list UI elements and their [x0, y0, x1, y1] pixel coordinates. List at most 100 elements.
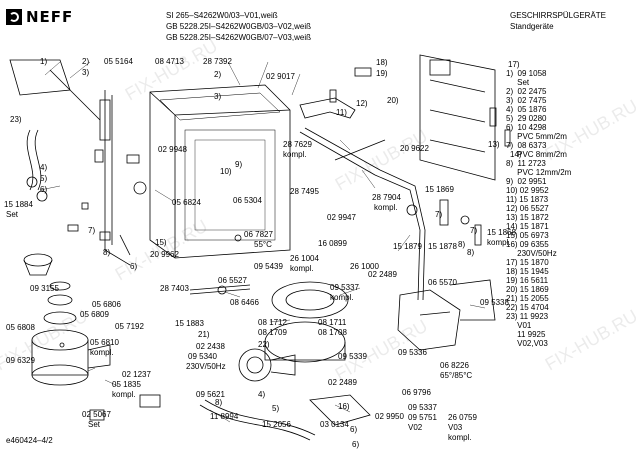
- part-label: Set: [88, 420, 101, 429]
- parts-list-row: 23) 11 9923: [506, 312, 549, 321]
- part-label: 65°/85°C: [440, 371, 473, 380]
- part-label: 15 1883: [175, 319, 204, 328]
- part-label: 02 5067: [82, 410, 111, 419]
- part-label: 5): [272, 404, 280, 413]
- part-label: 15): [155, 238, 167, 247]
- part-label: 09 5336: [398, 348, 427, 357]
- part-label: kompl.: [90, 348, 114, 357]
- supply-pipe: [374, 169, 426, 301]
- parts-list-row: 11) 15 1873: [506, 195, 549, 204]
- part-label: 6): [352, 440, 360, 449]
- part-label: 7): [435, 210, 443, 219]
- part-label: 09 5621: [196, 390, 225, 399]
- part-label: 08 1709: [258, 328, 287, 337]
- part-label: 05 6824: [172, 198, 201, 207]
- part-label: 05 5164: [104, 57, 133, 66]
- parts-list-row: 7) 08 6373: [506, 141, 547, 150]
- tub-body: [149, 84, 291, 259]
- part-label: 7): [470, 226, 478, 235]
- parts-list-row: Set: [506, 78, 530, 87]
- drain-pump: [238, 348, 296, 382]
- part-label: 02 9950: [375, 412, 404, 421]
- part-label: 28 7403: [160, 284, 189, 293]
- part-label: 8): [458, 240, 466, 249]
- drawing-id: e460424–4/2: [6, 436, 53, 445]
- clips-and-screws: [59, 149, 242, 421]
- part-label: 7): [88, 226, 96, 235]
- part-label: 18): [376, 58, 388, 67]
- subcategory-title: Standgeräte: [510, 22, 554, 31]
- part-label: 12): [356, 99, 368, 108]
- part-label: 08 1712: [258, 318, 287, 327]
- part-label: 13): [488, 140, 500, 149]
- part-label: 09 5340: [188, 352, 217, 361]
- parts-list-row: 13) 15 1872: [506, 213, 549, 222]
- part-label: 2): [82, 57, 90, 66]
- part-label: 05 6806: [92, 300, 121, 309]
- part-label: V03: [448, 423, 463, 432]
- drain-hose: [9, 59, 101, 202]
- part-label: 3): [214, 92, 222, 101]
- neff-logo-icon: [6, 9, 22, 25]
- heater-assembly: [264, 281, 349, 363]
- part-label: 20): [387, 96, 399, 105]
- part-label: 05 6808: [6, 323, 35, 332]
- part-label: 28 7495: [290, 187, 319, 196]
- part-label: 14): [510, 150, 522, 159]
- parts-list-row: 16) 09 6355: [506, 240, 549, 249]
- parts-list-row: 5) 29 0280: [506, 114, 547, 123]
- sink-cup: [23, 253, 53, 276]
- part-label: 08 6466: [230, 298, 259, 307]
- part-label: 9): [235, 160, 243, 169]
- parts-list-row: PVC 5mm/2m: [506, 132, 567, 141]
- part-label: 1): [40, 57, 48, 66]
- part-label: 15 1879: [393, 242, 422, 251]
- part-label: 28 7392: [203, 57, 232, 66]
- part-label: 02 9948: [158, 145, 187, 154]
- part-label: 02 2489: [368, 270, 397, 279]
- part-label: kompl.: [374, 203, 398, 212]
- part-label: 15 1878: [428, 242, 457, 251]
- part-label: 4): [258, 390, 266, 399]
- brand-logo: NEFF: [6, 8, 73, 26]
- part-label: 26 1000: [350, 262, 379, 271]
- part-label: kompl.: [330, 293, 354, 302]
- part-label: 28 7629: [283, 140, 312, 149]
- upper-spray-arm: [299, 97, 386, 176]
- parts-list-row: 6) 10 4298: [506, 123, 547, 132]
- door-frame: [99, 90, 147, 266]
- lower-spray-arm: [189, 284, 251, 295]
- part-label: 5): [40, 174, 48, 183]
- part-label: V02: [408, 423, 423, 432]
- part-label: 26 0759: [448, 413, 477, 422]
- part-label: 2): [214, 70, 222, 79]
- part-label: 6): [40, 185, 48, 194]
- parts-list-row: 17) 15 1870: [506, 258, 549, 267]
- parts-list-row: V02,V03: [506, 339, 548, 348]
- part-label: 19): [376, 69, 388, 78]
- category-title: GESCHIRRSPÜLGERÄTE: [510, 11, 607, 20]
- part-label: 06 7827: [244, 230, 273, 239]
- model-line-3: GB 5228.25I–S4262W0GB/07–V03,weiß: [166, 33, 311, 42]
- part-label: 3): [82, 68, 90, 77]
- part-label: 09 6329: [6, 356, 35, 365]
- part-label: kompl.: [283, 150, 307, 159]
- part-label: 16): [338, 402, 350, 411]
- part-label: 09 5751: [408, 413, 437, 422]
- part-label: 08 1711: [318, 318, 347, 327]
- part-label: 20 9962: [150, 250, 179, 259]
- parts-list-row: 1) 09 1058: [506, 69, 547, 78]
- part-label: 06 5527: [218, 276, 247, 285]
- part-label: 05 1835: [112, 380, 141, 389]
- part-label: 03 0134: [320, 420, 349, 429]
- parts-list-row: 2) 02 2475: [506, 87, 547, 96]
- part-label: 6): [130, 262, 138, 271]
- part-label: 06 9796: [402, 388, 431, 397]
- part-label: 05 6809: [80, 310, 109, 319]
- part-label: kompl.: [112, 390, 136, 399]
- part-label: 05 6810: [90, 338, 119, 347]
- part-label: 05 7192: [115, 322, 144, 331]
- part-label: kompl.: [487, 238, 511, 247]
- part-label: 4): [40, 163, 48, 172]
